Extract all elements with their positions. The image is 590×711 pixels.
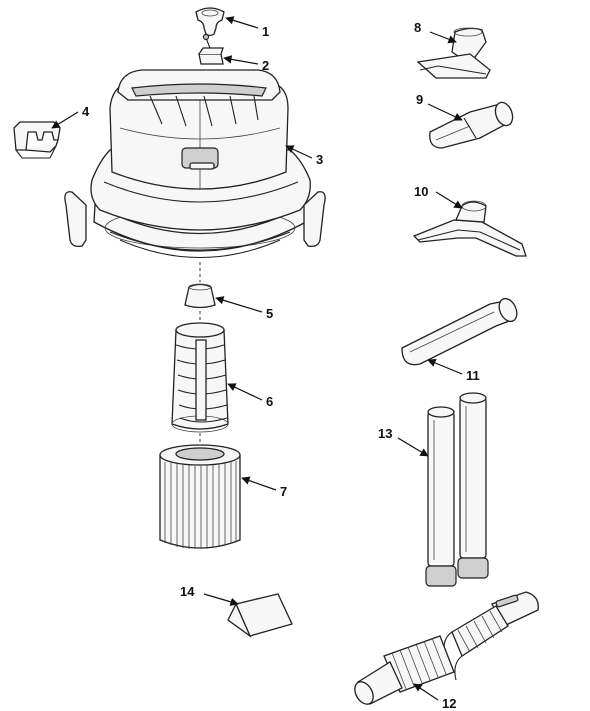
part-13-extension-wands — [425, 392, 489, 587]
callout-1: 1 — [262, 24, 269, 39]
part-4-bracket — [13, 121, 61, 159]
part-8-upholstery-nozzle — [416, 27, 491, 79]
part-12-hose — [354, 591, 539, 705]
callout-9: 9 — [416, 92, 423, 107]
part-6-filter-cage — [171, 322, 229, 433]
callout-7: 7 — [280, 484, 287, 499]
callout-2: 2 — [262, 58, 269, 73]
callout-4: 4 — [82, 104, 90, 119]
callout-8: 8 — [414, 20, 421, 35]
callout-13: 13 — [378, 426, 392, 441]
part-9-crevice-tool — [429, 101, 514, 149]
callout-12: 12 — [442, 696, 456, 711]
part-10-floor-nozzle — [412, 200, 527, 257]
callout-5: 5 — [266, 306, 273, 321]
part-5-filter-cage-cap — [184, 283, 216, 309]
callout-11: 11 — [466, 368, 480, 383]
leader-lines — [51, 16, 463, 701]
callout-3: 3 — [316, 152, 323, 167]
part-14-manual — [227, 593, 293, 638]
part-1-knob — [195, 7, 225, 37]
part-2-switch — [198, 33, 224, 65]
callout-10: 10 — [414, 184, 428, 199]
part-3-powerhead — [64, 69, 326, 259]
part-11-extension-crevice — [401, 297, 518, 366]
part-7-pleated-filter — [159, 444, 241, 549]
callout-6: 6 — [266, 394, 273, 409]
callout-14: 14 — [180, 584, 195, 599]
